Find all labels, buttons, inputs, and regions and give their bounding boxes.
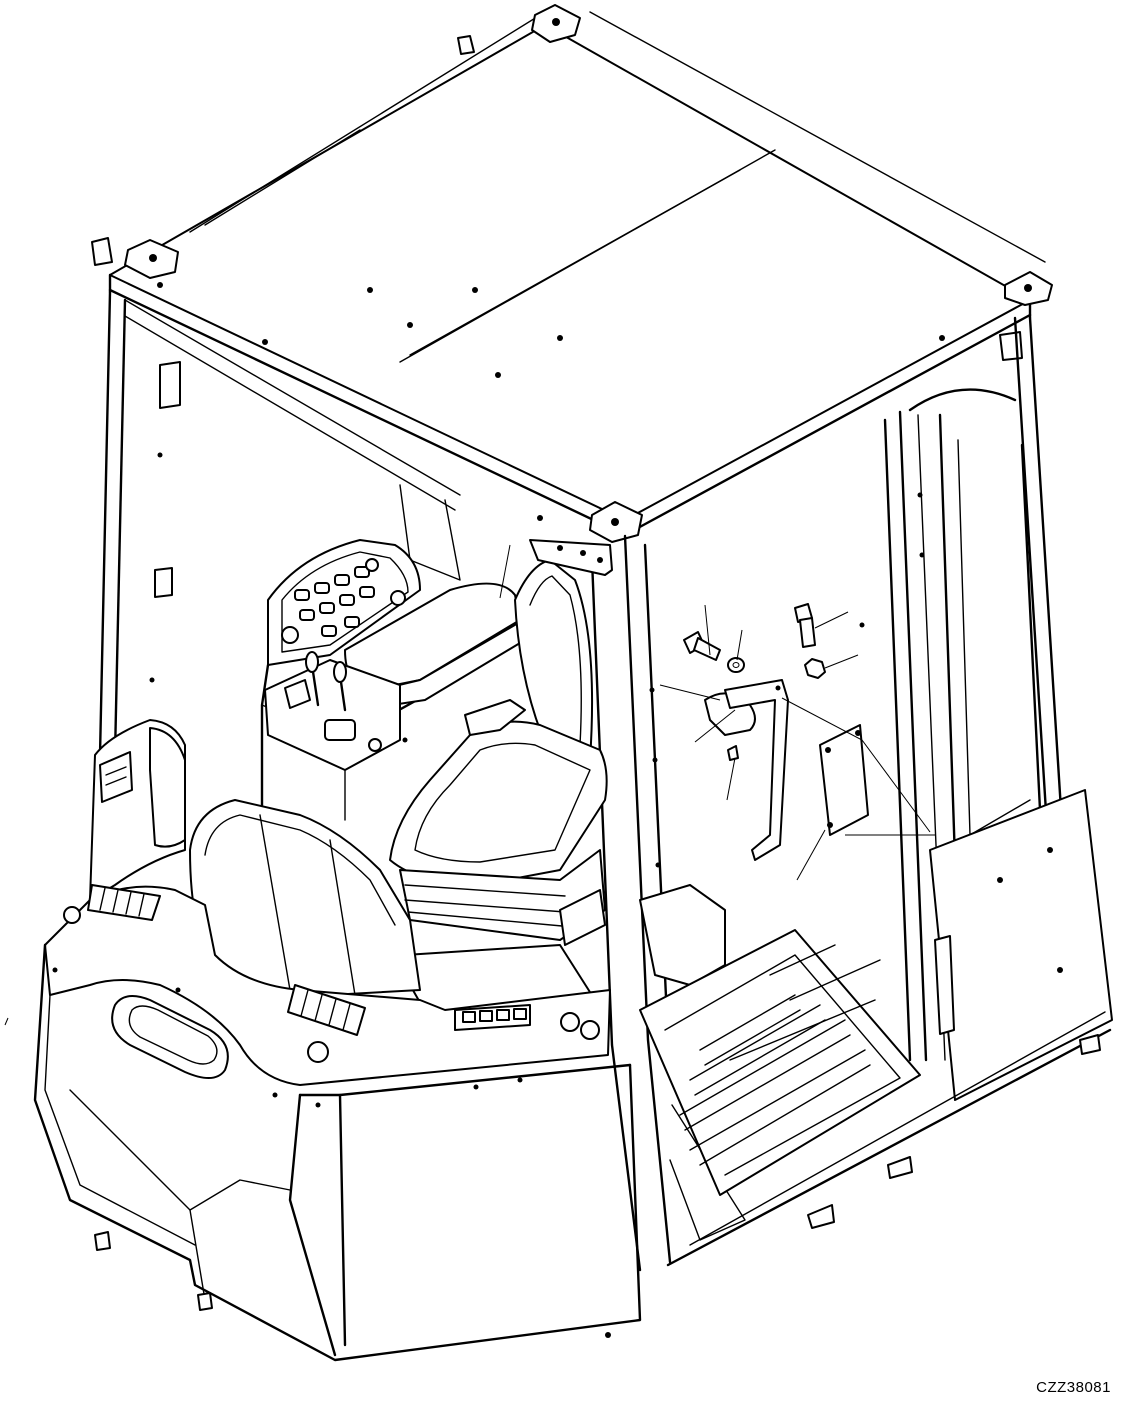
- pillar-plate: [529, 539, 613, 576]
- mounting-bracket-icon: [724, 679, 789, 861]
- washer-icon: [727, 657, 745, 673]
- roof-corner-bracket-front: [589, 501, 643, 543]
- front-dash: [33, 719, 746, 1362]
- bolt-icon: [683, 631, 721, 661]
- control-levers: [305, 651, 356, 741]
- mounting-parts: [499, 544, 935, 881]
- roof-corner-bracket-back: [531, 4, 581, 43]
- operator-seat: [389, 559, 726, 1026]
- cab-roof: [91, 4, 1053, 543]
- floor-mat: [639, 929, 921, 1196]
- vent-grille-left: [87, 884, 161, 921]
- nut-icon: [804, 658, 826, 679]
- floor-mat-slots: [679, 944, 881, 1166]
- console-switches: [281, 558, 406, 644]
- vent-grille-center: [287, 984, 366, 1036]
- switch-panel: [454, 1004, 531, 1031]
- figure-id-code: CZZ38081: [1036, 1379, 1111, 1396]
- cover-plate-icon: [819, 724, 869, 836]
- roof-corner-bracket-left: [91, 237, 179, 279]
- control-console: [260, 539, 526, 962]
- bolt-icon-right: [794, 603, 816, 648]
